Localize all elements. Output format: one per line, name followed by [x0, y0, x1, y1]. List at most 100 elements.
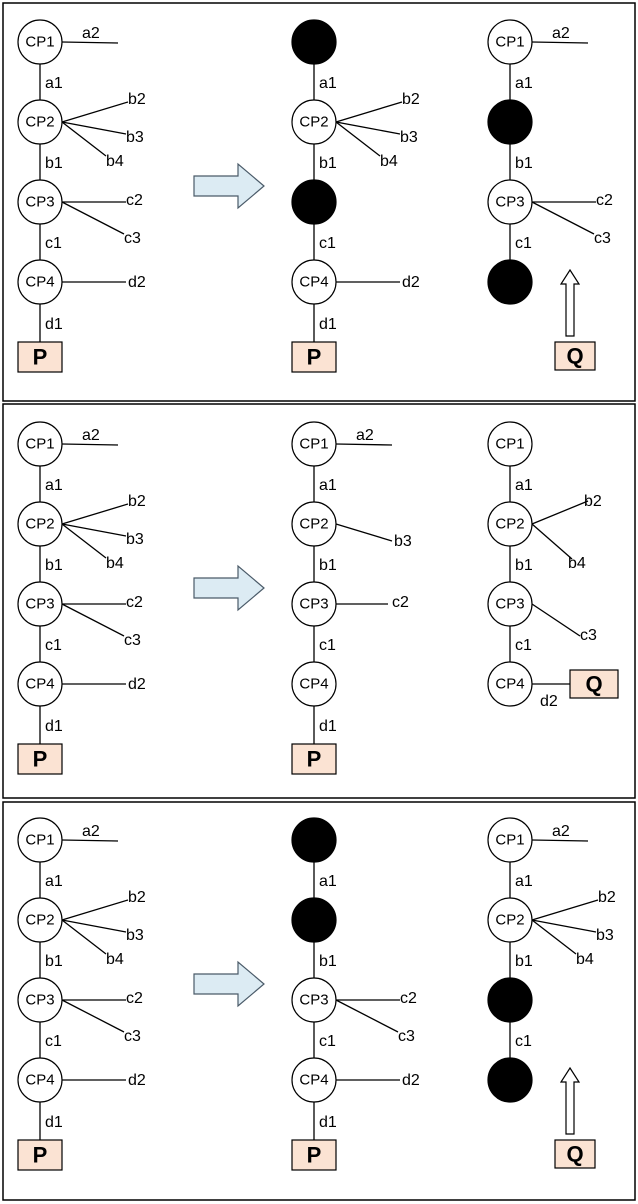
label-c2: c2	[126, 594, 143, 611]
label-a2: a2	[356, 427, 374, 444]
label-c3: c3	[124, 1028, 141, 1045]
node-label-cp1: CP1	[495, 34, 524, 51]
node-label-cp2: CP2	[495, 516, 524, 533]
node-cp1-filled	[291, 817, 337, 863]
branch-b2	[61, 899, 129, 921]
box-label-p: P	[33, 747, 48, 772]
branch-b4	[61, 523, 107, 559]
node-cp3	[487, 581, 533, 627]
node-cp3	[17, 581, 63, 627]
node-cp2	[17, 897, 63, 943]
branch-b3	[61, 919, 127, 933]
label-c2: c2	[400, 990, 417, 1007]
box-label-p: P	[33, 1143, 48, 1168]
box-label-p: P	[33, 345, 48, 370]
label-c2: c2	[596, 192, 613, 209]
label-a2: a2	[82, 427, 100, 444]
branch-a2	[531, 839, 589, 842]
label-b2: b2	[584, 493, 602, 510]
branch-b2	[531, 500, 589, 525]
label-d1: d1	[45, 316, 63, 333]
branch-b3	[531, 919, 597, 933]
label-d1: d1	[319, 718, 337, 735]
label-c2: c2	[392, 594, 409, 611]
node-cp4	[17, 661, 63, 707]
node-label-cp1: CP1	[25, 436, 54, 453]
node-cp3	[487, 179, 533, 225]
label-b4: b4	[106, 951, 124, 968]
up-arrow	[559, 268, 581, 337]
node-label-cp4: CP4	[299, 1072, 328, 1089]
label-b1: b1	[45, 155, 63, 172]
node-label-cp3: CP3	[299, 992, 328, 1009]
branch-a2	[61, 443, 119, 446]
label-b1: b1	[319, 557, 337, 574]
label-a1: a1	[515, 75, 533, 92]
box-label-p: P	[307, 1143, 322, 1168]
box-q	[554, 1139, 596, 1169]
node-cp3-filled	[487, 977, 533, 1023]
node-label-cp1: CP1	[25, 832, 54, 849]
box-label-q: Q	[566, 1142, 583, 1167]
box-q	[554, 341, 596, 371]
label-d2: d2	[402, 274, 420, 291]
node-cp4	[291, 1057, 337, 1103]
branch-a2	[61, 41, 119, 44]
label-b1: b1	[319, 155, 337, 172]
node-label-cp3: CP3	[25, 194, 54, 211]
transition-arrow	[193, 960, 265, 1008]
box-p	[17, 1139, 63, 1171]
node-label-cp4: CP4	[299, 676, 328, 693]
box-label-q: Q	[585, 672, 602, 697]
box-q	[569, 669, 619, 699]
node-label-cp3: CP3	[495, 596, 524, 613]
label-a2: a2	[552, 25, 570, 42]
label-b3: b3	[596, 927, 614, 944]
label-c1: c1	[515, 235, 532, 252]
label-c3: c3	[398, 1028, 415, 1045]
node-cp1	[17, 421, 63, 467]
branch-a2	[61, 839, 119, 842]
node-cp4	[291, 259, 337, 305]
node-cp4	[487, 661, 533, 707]
label-c2: c2	[126, 990, 143, 1007]
node-cp2	[17, 501, 63, 547]
node-cp2	[291, 501, 337, 547]
transition-arrow	[193, 162, 265, 210]
branch-c3	[61, 201, 125, 235]
label-b1: b1	[45, 557, 63, 574]
label-c1: c1	[45, 235, 62, 252]
label-a1: a1	[319, 873, 337, 890]
node-cp3	[17, 977, 63, 1023]
label-c1: c1	[515, 1033, 532, 1050]
node-label-cp2: CP2	[299, 516, 328, 533]
node-cp4-filled	[487, 259, 533, 305]
node-cp2	[487, 897, 533, 943]
label-a1: a1	[45, 75, 63, 92]
node-cp1	[291, 421, 337, 467]
label-a2: a2	[82, 823, 100, 840]
box-p	[291, 743, 337, 775]
node-label-cp1: CP1	[495, 436, 524, 453]
label-b2: b2	[128, 91, 146, 108]
branch-b4	[61, 121, 107, 157]
node-cp2-filled	[291, 897, 337, 943]
branch-c3	[335, 999, 399, 1033]
branch-b3	[61, 121, 127, 135]
label-a1: a1	[45, 873, 63, 890]
node-label-cp4: CP4	[25, 676, 54, 693]
label-d1: d1	[319, 1114, 337, 1131]
label-d2: d2	[402, 1072, 420, 1089]
branch-b3	[61, 523, 127, 537]
node-label-cp1: CP1	[299, 436, 328, 453]
label-c3: c3	[580, 627, 597, 644]
label-b4: b4	[576, 951, 594, 968]
label-d1: d1	[45, 718, 63, 735]
branch-b2	[335, 101, 403, 123]
